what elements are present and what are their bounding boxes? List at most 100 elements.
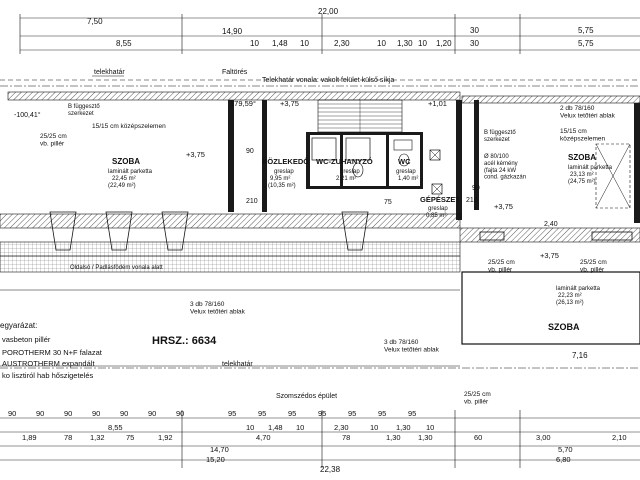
room-3-name: WC-ZUHANYZÓ: [316, 157, 373, 166]
b3-4: 1,48: [268, 423, 283, 432]
room-4-floor: greslap: [396, 169, 416, 175]
b3-7: 10: [370, 423, 378, 432]
room-5-area: 0,85 m²: [426, 213, 446, 219]
roof-line-note: Oldalsó / Padlásfödém vonala alatt: [70, 265, 163, 271]
room-4-area: 1,40 m²: [398, 176, 418, 182]
b1-1: 90: [36, 409, 44, 418]
side-mark-6: 75: [384, 199, 392, 206]
legend-item-1: vasbeton pillér: [2, 335, 51, 344]
b1-2: 90: [64, 409, 72, 418]
room-6-name: SZOBA: [568, 153, 596, 162]
boundary-lines: telekhatár Faltörés Telekhatár vonala: v…: [0, 69, 640, 369]
room-5-name: GÉPÉSZET: [420, 195, 460, 204]
level-c: +3,75: [494, 202, 513, 211]
top-dim-c: 1,48: [272, 39, 288, 48]
top-dim-b: 10: [250, 39, 259, 48]
b1-12: 95: [378, 409, 386, 418]
b2-0: 1,89: [22, 433, 37, 442]
staircase: [317, 99, 403, 133]
top-dim-d: 10: [300, 39, 309, 48]
b1-11: 95: [348, 409, 356, 418]
b1-5: 90: [148, 409, 156, 418]
side-mark-3: 90: [472, 185, 480, 192]
legend-title: egyarázat:: [0, 321, 37, 330]
room-6-area: 23,13 m²: [570, 172, 594, 178]
b3-10: 5,70: [558, 445, 573, 454]
walls: [0, 91, 640, 367]
hrsz-label: HRSZ.: 6634: [152, 335, 217, 347]
side-mark-2: 210: [246, 198, 258, 205]
b1-8: 95: [258, 409, 266, 418]
bottom-dimensions: 90 90 90 90 90 90 90 95 95 95 95 95 95 9…: [0, 409, 640, 474]
b2-4: 1,92: [158, 433, 173, 442]
roof-windows: [49, 211, 633, 251]
room-7-floor: laminált parketta: [556, 286, 601, 292]
b1-3: 90: [92, 409, 100, 418]
room-1-floor: laminált parketta: [108, 169, 153, 175]
b2-11: 2,10: [612, 433, 627, 442]
room-2-name: KÖZLEKEDŐ: [262, 157, 309, 166]
room-5-floor: greslap: [428, 206, 448, 212]
top-dim-2: 14,90: [222, 27, 243, 36]
top-dim-f: 10: [377, 39, 386, 48]
room-7-area2: (26,13 m²): [556, 300, 584, 306]
room-2-area: 9,95 m²: [270, 176, 290, 182]
room-3-area: 2,21 m²: [336, 176, 356, 182]
corner-value: -100,41°: [14, 111, 41, 119]
b2-1: 78: [64, 433, 72, 442]
level-d: +3,75: [540, 251, 559, 260]
b3-0: 8,55: [108, 423, 123, 432]
b1-9: 95: [288, 409, 296, 418]
legend: egyarázat: vasbeton pillér POROTHERM 30 …: [0, 321, 103, 380]
legend-item-2: POROTHERM 30 N+F falazat: [2, 348, 103, 357]
neighbour-label: Szomszédos épület: [276, 393, 337, 400]
room-4-name: WC: [398, 157, 411, 166]
plot-boundary-bottom: telekhatár: [222, 361, 253, 368]
room-6-area2: (24,75 m²): [568, 179, 596, 185]
top-dim-l: 30: [470, 26, 479, 35]
side-mark-4: 210: [466, 197, 478, 204]
skylight-line-label: Telekhatár vonala: vakolt felület külső …: [262, 77, 394, 84]
level-a: +3,75: [280, 99, 299, 108]
b3-9: 10: [426, 423, 434, 432]
sanitary-fixtures: [311, 137, 413, 178]
b2-3: 75: [126, 433, 134, 442]
dimension-7-16: 7,16: [572, 351, 588, 360]
level-b: +3,75: [186, 150, 205, 159]
b1-4: 90: [120, 409, 128, 418]
b3-3: 10: [246, 423, 254, 432]
b3-8: 1,30: [396, 423, 411, 432]
room-7-area: 22,23 m²: [558, 293, 582, 299]
value-101: +1,01: [428, 99, 447, 108]
top-total-dim: 22,00: [318, 7, 339, 16]
b3-1: 14,70: [210, 445, 229, 454]
chimney-boxes: [429, 149, 443, 195]
room-2-area2: (10,35 m²): [268, 183, 296, 189]
room-6-floor: laminált parketta: [568, 165, 613, 171]
b3-2: 15,20: [206, 455, 225, 464]
top-dim-i: 1,20: [436, 39, 452, 48]
room-1-name: SZOBA: [112, 157, 140, 166]
b1-7: 95: [228, 409, 236, 418]
top-dimensions: 22,00 7,50 14,90 8,55 10 1,48 10 2,30 10…: [19, 7, 640, 54]
steel-beam-left: 15/15 cm középszelemen: [92, 123, 166, 130]
right-velux-outline: [595, 143, 631, 209]
room-labels: SZOBA laminált parketta 22,45 m² (22,49 …: [108, 153, 613, 332]
top-dim-h: 10: [418, 39, 427, 48]
b2-6: 78: [342, 433, 350, 442]
room-7-name: SZOBA: [548, 322, 580, 332]
top-dim-e: 2,30: [334, 39, 350, 48]
top-dim-1: 7,50: [87, 17, 103, 26]
b2-10: 3,00: [536, 433, 551, 442]
